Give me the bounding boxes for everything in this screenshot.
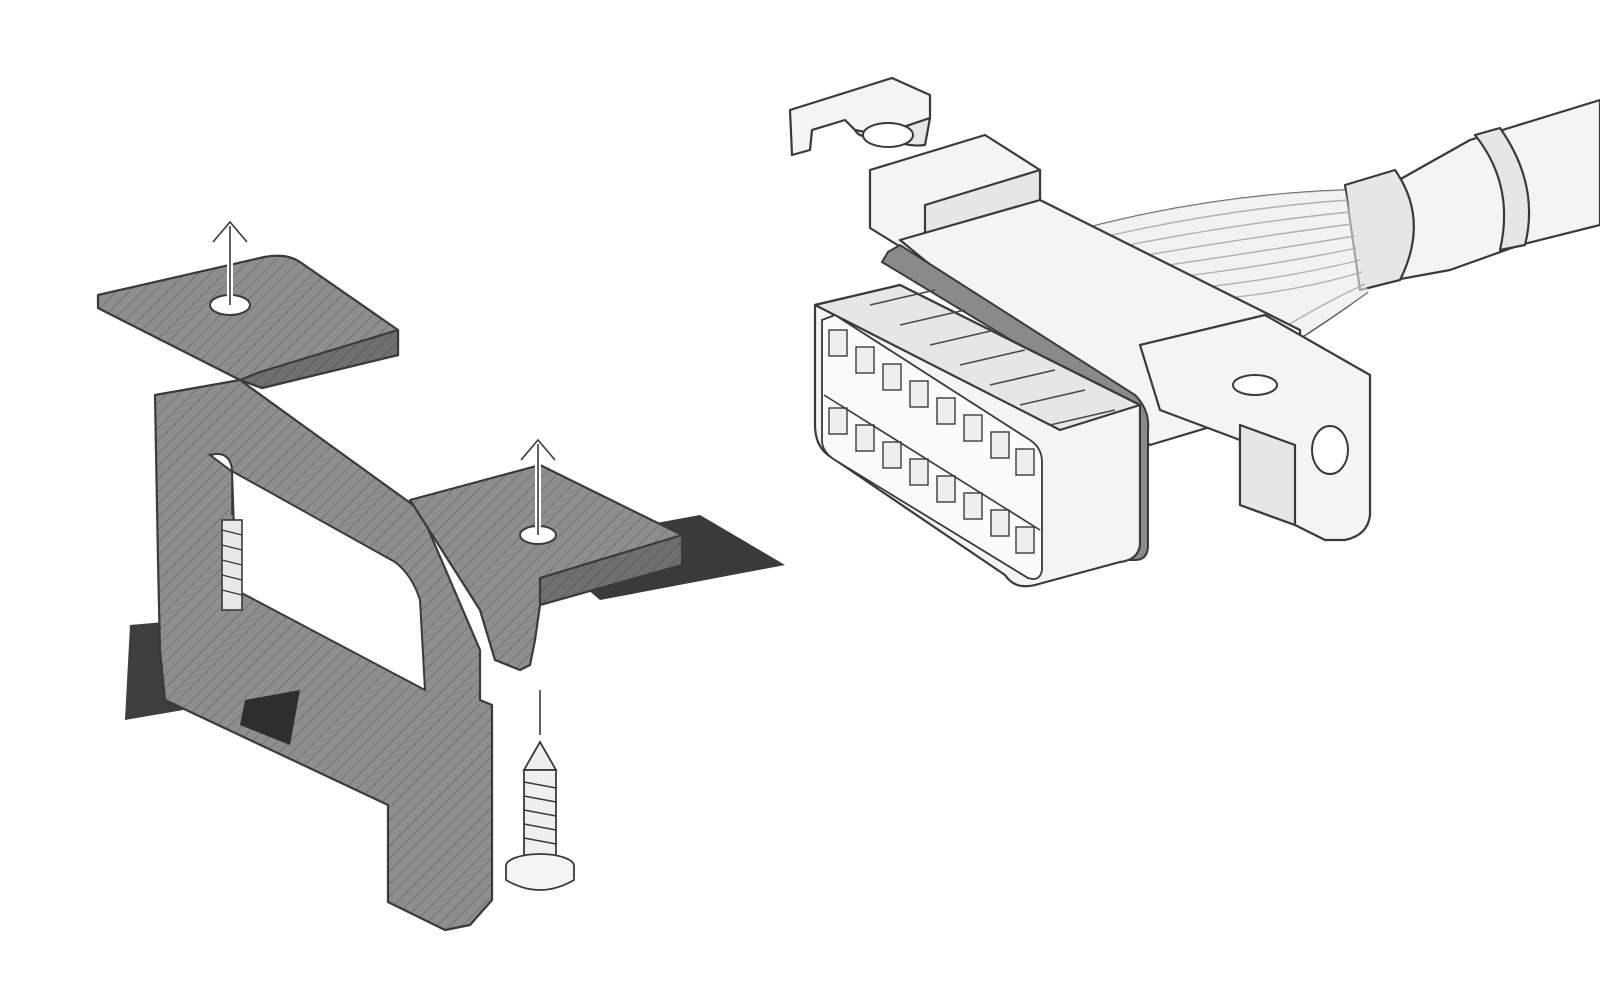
terminal-10 <box>855 424 875 452</box>
terminal-3 <box>882 363 902 391</box>
up-arrow-right <box>520 438 556 535</box>
terminal-6 <box>963 414 983 442</box>
terminal-12 <box>909 458 929 486</box>
bracket-side-face <box>238 328 400 390</box>
bracket-right-plate <box>408 463 684 672</box>
terminal-cavities <box>828 329 1035 554</box>
mount-slot-left <box>862 122 914 148</box>
mount-slot-right <box>1232 374 1278 396</box>
bracket-window <box>207 453 427 692</box>
mount-ear-right-front <box>1238 423 1297 527</box>
cable-band <box>1473 126 1531 252</box>
terminal-face <box>821 313 1043 580</box>
connector-ribs <box>869 289 1116 426</box>
cable-transition <box>1343 168 1415 292</box>
terminal-5 <box>936 397 956 425</box>
terminal-2 <box>855 346 875 374</box>
terminal-8 <box>1015 448 1035 476</box>
connector-top-face <box>813 283 1142 432</box>
mount-hole-right <box>1311 425 1349 475</box>
plane-arrow-left <box>240 690 300 745</box>
mounting-bracket <box>96 220 785 932</box>
bracket-top-plate <box>96 254 400 390</box>
terminal-4 <box>909 380 929 408</box>
terminal-14 <box>963 492 983 520</box>
terminal-row-divider <box>823 394 1041 531</box>
screw-right <box>505 690 575 891</box>
terminal-13 <box>936 475 956 503</box>
screw-left <box>221 470 243 611</box>
bracket-right-side-face <box>538 533 684 607</box>
terminal-1 <box>828 329 848 357</box>
up-arrow-top <box>212 220 248 305</box>
obd-connector <box>788 76 1600 588</box>
terminal-11 <box>882 441 902 469</box>
terminal-7 <box>990 431 1010 459</box>
terminal-9 <box>828 407 848 435</box>
terminal-15 <box>990 509 1010 537</box>
terminal-16 <box>1015 526 1035 554</box>
bracket-body <box>153 378 494 932</box>
cable-sleeve <box>1388 98 1600 282</box>
